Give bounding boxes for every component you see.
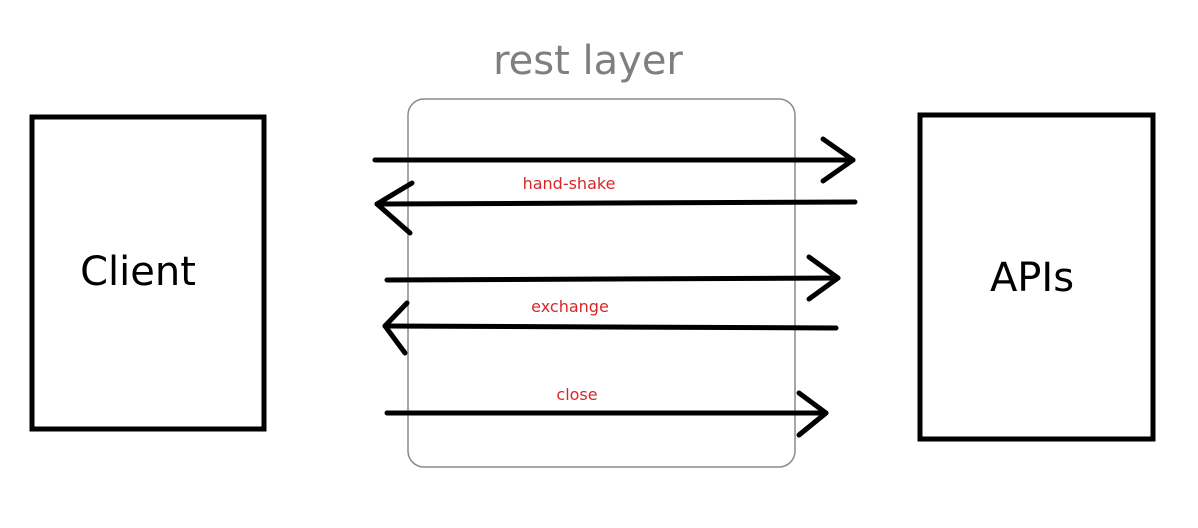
apis-label: APIs <box>990 255 1074 301</box>
close-label: close <box>556 385 597 404</box>
rest-layer-title: rest layer <box>493 38 683 84</box>
client-box <box>29 114 267 432</box>
handshake-request-arrow <box>372 136 856 184</box>
exchange-response-arrow <box>382 300 839 356</box>
client-label: Client <box>80 249 196 295</box>
rest-layer-box <box>407 98 796 468</box>
handshake-label: hand-shake <box>523 174 616 193</box>
handshake-response-arrow <box>374 180 858 236</box>
close-arrow <box>384 390 829 438</box>
apis-box <box>917 112 1156 442</box>
exchange-request-arrow <box>384 254 841 302</box>
exchange-label: exchange <box>531 297 609 316</box>
